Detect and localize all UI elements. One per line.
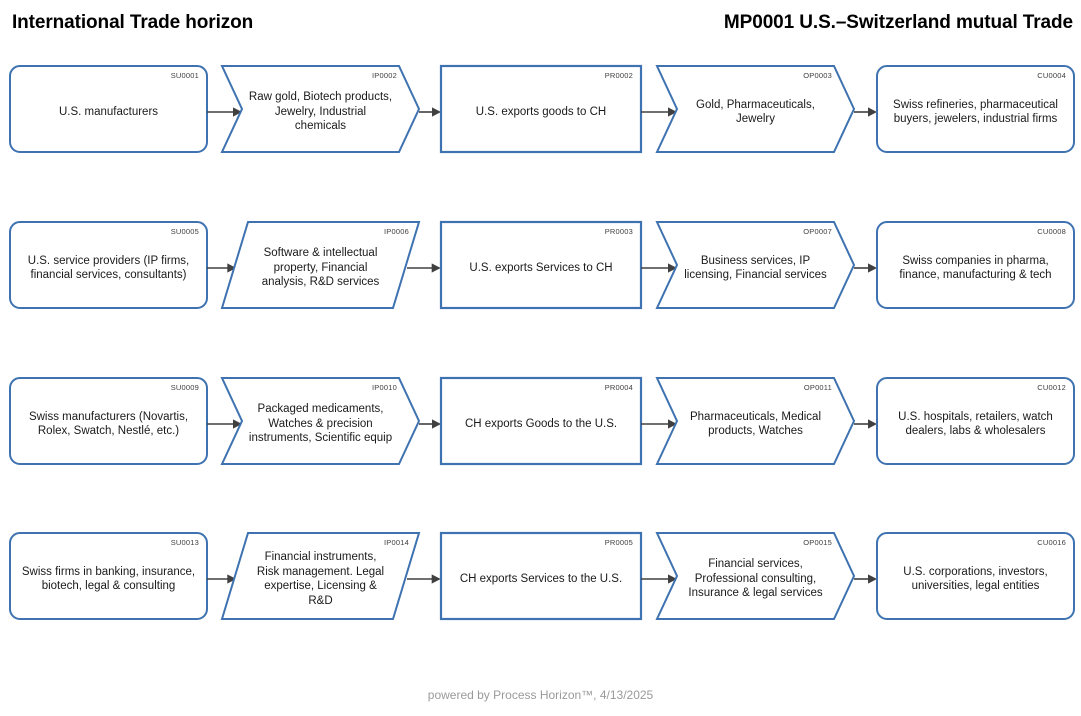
- flow-arrow-icon: [407, 263, 441, 273]
- flow-arrow-icon: [207, 419, 242, 429]
- flow-arrow-icon: [854, 107, 877, 117]
- flow-arrow-icon: [419, 419, 441, 429]
- flow-arrow-icon: [207, 574, 237, 584]
- flow-arrow-icon: [207, 107, 242, 117]
- flow-arrow-icon: [854, 574, 877, 584]
- flow-arrow-icon: [854, 263, 877, 273]
- flow-arrow-icon: [641, 263, 677, 273]
- flow-arrow-icon: [854, 419, 877, 429]
- flow-arrow-icon: [641, 107, 677, 117]
- flow-arrow-icon: [419, 107, 441, 117]
- process-title: MP0001 U.S.–Switzerland mutual Trade: [723, 12, 1073, 33]
- flow-arrow-icon: [641, 574, 677, 584]
- footer-credit: powered by Process Horizon™, 4/13/2025: [427, 688, 654, 702]
- flow-arrow-icon: [641, 419, 677, 429]
- flow-arrow-icon: [207, 263, 237, 273]
- page-title: International Trade horizon: [12, 12, 254, 33]
- flow-arrow-icon: [407, 574, 441, 584]
- diagram-header: International Trade horizon MP0001 U.S.–…: [0, 0, 1081, 52]
